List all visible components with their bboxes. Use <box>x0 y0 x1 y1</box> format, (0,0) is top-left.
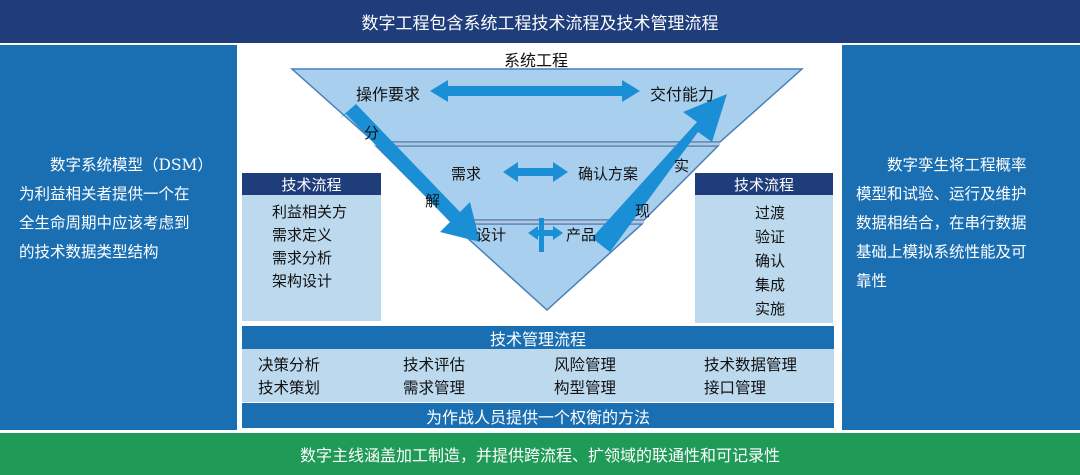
warfighter-text: 为作战人员提供一个权衡的方法 <box>425 407 650 427</box>
left-line-4: 的技术数据类型结构 <box>19 243 159 261</box>
mgmt-item: 需求管理 <box>403 379 466 397</box>
top-banner-text: 数字工程包含系统工程技术流程及技术管理流程 <box>361 14 719 34</box>
mgmt-item: 风险管理 <box>554 356 617 374</box>
tech-mgmt-title-bar: 技术管理流程 <box>242 326 834 349</box>
left-tech-process-title: 技术流程 <box>242 173 381 195</box>
bottom-banner: 数字主线涵盖加工制造，并提供跨流程、扩领域的联通性和可记录性 <box>0 433 1080 475</box>
mgmt-item: 技术评估 <box>403 356 466 374</box>
level1-double-arrow <box>430 80 640 102</box>
warfighter-bar: 为作战人员提供一个权衡的方法 <box>242 403 834 428</box>
mgmt-item: 接口管理 <box>704 379 767 397</box>
right-process-item: 确认 <box>755 252 786 270</box>
left-process-item: 需求定义 <box>272 226 333 244</box>
right-line-3: 数据相结合，在串行数据 <box>856 214 1027 232</box>
decompose-char-1: 分 <box>364 124 380 142</box>
left-tech-process-panel: 技术流程 利益相关方 需求定义 需求分析 架构设计 <box>242 173 381 321</box>
left-process-item: 需求分析 <box>272 249 333 267</box>
decompose-arrow <box>340 104 480 242</box>
right-digital-twin-panel: 数字孪生将工程概率 模型和试验、运行及维护 数据相结合，在串行数据 基础上模拟系… <box>842 45 1080 430</box>
vee-band-bottom <box>450 223 644 312</box>
design-label: 设计 <box>476 226 507 244</box>
decompose-char-2: 解 <box>425 192 441 210</box>
left-dsm-panel: 数字系统模型（DSM） 为利益相关者提供一个在 全生命周期中应该考虑到 的技术数… <box>0 45 237 430</box>
right-tech-process-title: 技术流程 <box>695 173 833 195</box>
right-tech-process-panel: 技术流程 过渡 验证 确认 集成 实施 <box>695 173 833 323</box>
right-process-item: 过渡 <box>755 204 786 222</box>
tech-mgmt-title: 技术管理流程 <box>489 329 586 349</box>
left-line-3: 全生命周期中应该考虑到 <box>19 214 190 232</box>
left-line-1: 数字系统模型（DSM） <box>19 156 213 174</box>
left-line-2: 为利益相关者提供一个在 <box>19 185 190 203</box>
right-line-1: 数字孪生将工程概率 <box>856 156 1027 174</box>
right-line-4: 基础上模拟系统性能及可 <box>856 243 1027 261</box>
operation-requirements-label: 操作要求 <box>356 85 421 104</box>
vee-band-top <box>290 68 804 143</box>
delivered-capability-label: 交付能力 <box>650 85 715 104</box>
right-process-item: 验证 <box>755 228 786 246</box>
tech-mgmt-grid: 决策分析 技术评估 风险管理 技术数据管理 技术策划 需求管理 构型管理 接口管… <box>242 349 834 402</box>
mgmt-item: 技术数据管理 <box>704 356 798 374</box>
validated-solution-label: 确认方案 <box>578 165 639 183</box>
product-label: 产品 <box>566 226 597 244</box>
right-line-5: 靠性 <box>856 272 888 290</box>
top-banner: 数字工程包含系统工程技术流程及技术管理流程 <box>0 0 1080 43</box>
left-process-item: 架构设计 <box>272 272 333 290</box>
mgmt-item: 构型管理 <box>554 379 617 397</box>
bottom-banner-text: 数字主线涵盖加工制造，并提供跨流程、扩领域的联通性和可记录性 <box>299 446 780 465</box>
vee-title: 系统工程 <box>504 51 569 70</box>
right-line-2: 模型和试验、运行及维护 <box>856 185 1027 203</box>
mgmt-item: 决策分析 <box>258 356 321 374</box>
left-process-item: 利益相关方 <box>272 203 348 221</box>
right-process-item: 实施 <box>755 300 786 318</box>
realize-char-1: 实 <box>674 157 690 175</box>
realize-char-2: 现 <box>635 202 651 220</box>
mgmt-item: 技术策划 <box>258 379 321 397</box>
level3-vertical-bar <box>539 218 544 252</box>
level2-double-arrow <box>503 162 568 182</box>
level3-double-arrow <box>528 226 563 240</box>
realize-arrow <box>592 94 727 252</box>
requirements-label: 需求 <box>451 165 482 183</box>
right-process-item: 集成 <box>755 276 786 294</box>
